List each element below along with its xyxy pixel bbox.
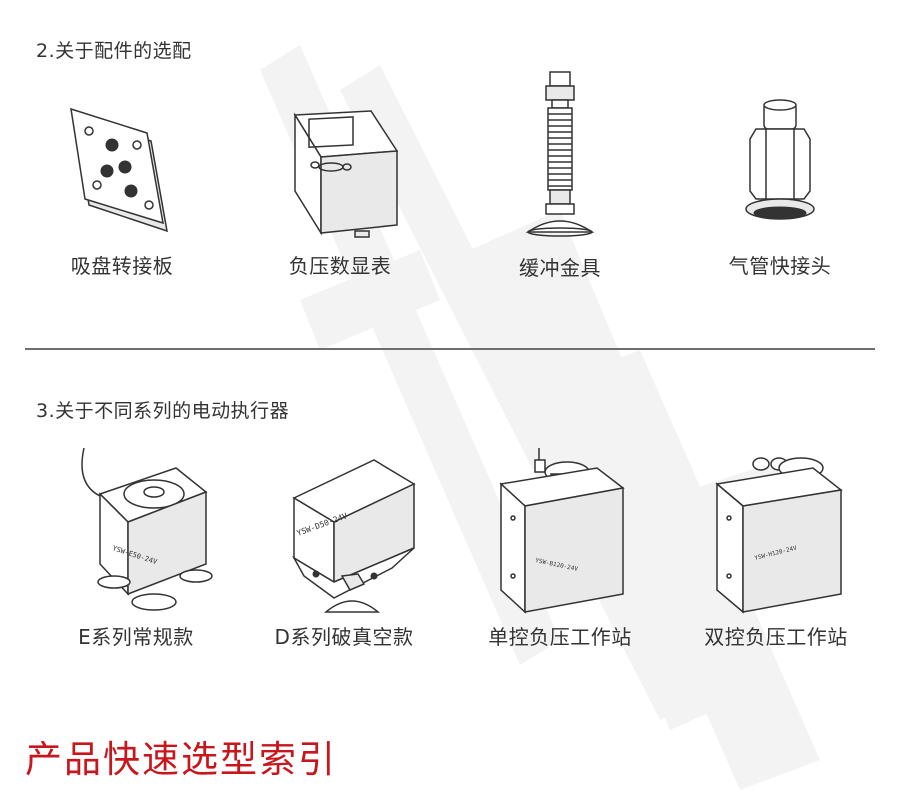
accessory-label: 吸盘转接板 xyxy=(70,254,174,278)
accessory-label: 气管快接头 xyxy=(728,254,832,278)
buffer-fitting-icon xyxy=(525,71,595,237)
single-control-station-icon: YSW-B120-24V xyxy=(499,448,625,614)
vacuum-gauge-icon xyxy=(293,110,399,238)
actuator-label: 双控负压工作站 xyxy=(704,625,848,649)
e-series-actuator-icon: YSW-E50-24V xyxy=(81,447,213,611)
dual-control-station-icon: YSW-H120-24V xyxy=(715,457,843,614)
section-divider xyxy=(25,348,875,350)
actuator-item-dual-control-station[interactable]: YSW-H120-24V 双控负压工作站 xyxy=(676,444,876,650)
accessory-item-buffer-fitting[interactable]: 缓冲金具 xyxy=(460,70,660,281)
accessory-item-adapter-plate[interactable]: 吸盘转接板 xyxy=(22,95,222,279)
accessory-label: 缓冲金具 xyxy=(519,256,601,280)
section-2-title: 2.关于配件的选配 xyxy=(36,40,192,62)
accessory-item-vacuum-gauge[interactable]: 负压数显表 xyxy=(240,95,440,279)
actuator-label: 单控负压工作站 xyxy=(488,625,632,649)
d-series-actuator-icon: YSW-D50-24V xyxy=(291,459,416,613)
accessory-label: 负压数显表 xyxy=(288,254,392,278)
actuator-item-single-control-station[interactable]: YSW-B120-24V 单控负压工作站 xyxy=(460,444,660,650)
accessory-item-quick-connector[interactable]: 气管快接头 xyxy=(680,95,880,279)
adapter-plate-icon xyxy=(70,107,168,233)
actuator-label: E系列常规款 xyxy=(78,625,194,649)
index-title: 产品快速选型索引 xyxy=(25,738,337,781)
actuator-label: D系列破真空款 xyxy=(274,625,414,649)
quick-connector-icon xyxy=(745,99,815,220)
actuator-item-d-series[interactable]: YSW-D50-24V D系列破真空款 xyxy=(244,444,444,650)
section-3-title: 3.关于不同系列的电动执行器 xyxy=(36,400,290,422)
actuator-item-e-series[interactable]: YSW-E50-24V E系列常规款 xyxy=(36,444,236,650)
